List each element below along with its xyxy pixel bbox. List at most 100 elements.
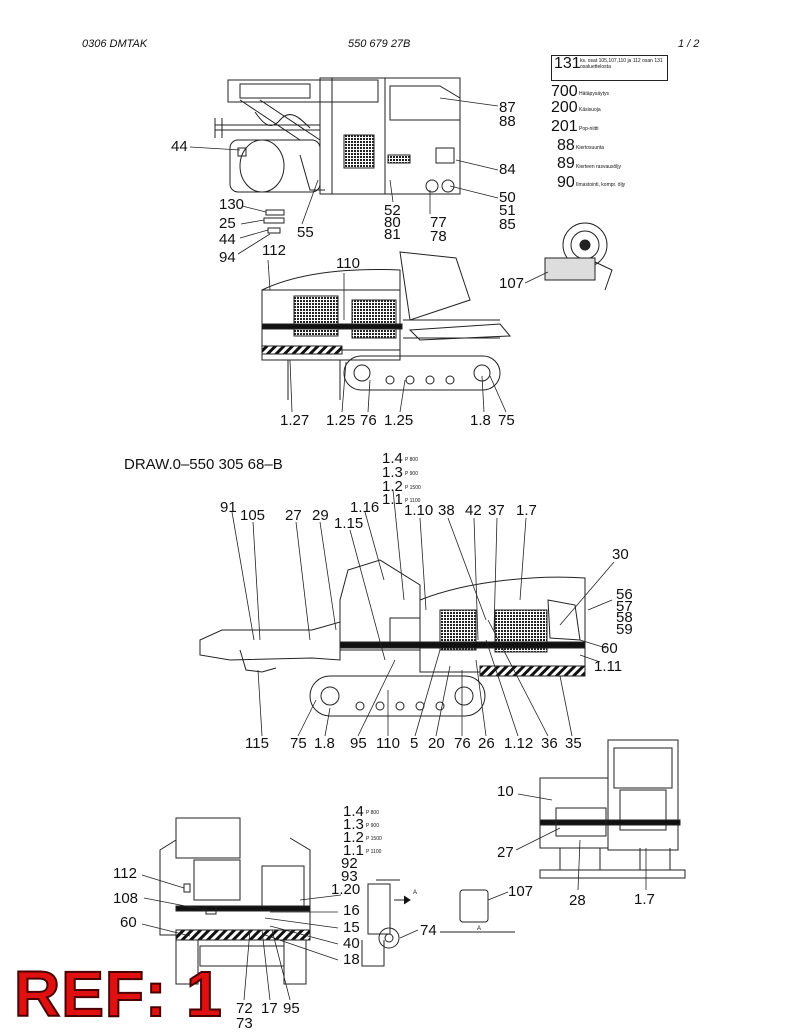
callout: 51 [499,202,516,219]
callout: 75 [498,412,515,429]
callout: 55 [297,224,314,241]
callout: 1.4 [382,450,403,467]
callout: 93 [341,868,358,885]
callout: 28 [569,892,586,909]
callout: 1.4 [343,803,364,820]
callout: 38 [438,502,455,519]
callout: 27 [497,844,514,861]
pressure-tag: P 1500 [405,485,421,491]
front-view [159,817,311,985]
section-mark: A [477,926,482,932]
callout: 16 [343,902,360,919]
legend-text-131: ks. osat 105,107,110 ja 112 osan 131 osa… [580,58,663,70]
callout: 29 [312,507,329,524]
legend-num-200: 200 [551,99,578,116]
callout: 1.7 [516,502,537,519]
winch-detail-107 [544,222,613,291]
callout: 72 [236,1000,253,1017]
callout: 44 [171,138,188,155]
callout: 1.10 [404,502,434,519]
callout: 80 [384,214,401,231]
callout: 60 [120,914,137,931]
top-view [214,77,461,234]
callout: 112 [262,242,286,259]
pressure-tag: P 800 [405,457,418,463]
callout: 1.8 [470,412,491,429]
callout: 20 [428,735,445,752]
side-view [261,251,512,400]
top-view-leaders [189,97,499,255]
callout: 105 [240,507,266,524]
legend-text-200: Käsisuoja [579,107,601,113]
callout: 40 [343,935,360,952]
callout: 1.3 [343,816,364,833]
callout: 26 [478,735,495,752]
callout: 27 [285,507,302,524]
callout: 115 [245,735,269,752]
callout: 50 [499,189,516,206]
callout: 95 [350,735,367,752]
callout: 15 [343,919,360,936]
callout: 5 [410,735,419,752]
callout: 1.16 [350,499,380,516]
callout: 95 [283,1000,300,1017]
callout: 1.25 [384,412,414,429]
callout: 87 [499,99,516,116]
main-view-leaders [231,489,615,737]
callout: 18 [343,951,360,968]
callout: 94 [219,249,236,266]
callout: 37 [488,502,505,519]
callout: 76 [454,735,471,752]
callout: 1.27 [280,412,310,429]
callout: 88 [499,113,516,130]
pressure-tag: P 1500 [366,836,382,842]
legend-box [551,55,668,81]
callout: 58 [616,609,633,626]
callout: 36 [541,735,558,752]
callout: 73 [236,1015,253,1032]
front-view-leaders [141,874,509,1001]
callout: 1.2 [343,829,364,846]
callout: 78 [430,228,447,245]
drawing-reference: DRAW.0–550 305 68–B [124,456,283,473]
callout: 75 [290,735,307,752]
pressure-tag: P 900 [405,471,418,477]
callout: 44 [219,231,236,248]
callout: 108 [113,890,139,907]
callout: 91 [220,499,237,516]
callout: 1.1 [343,842,364,859]
callout: 17 [261,1000,278,1017]
legend-num-700: 700 [551,83,578,100]
main-side-view [199,559,586,717]
callout: 52 [384,202,401,219]
section-detail-74 [361,879,515,967]
callout: 1.25 [326,412,356,429]
callout: 92 [341,855,358,872]
legend-num-88: 88 [557,137,575,154]
callout: 77 [430,214,447,231]
callout: 1.11 [594,658,623,675]
header-left: 0306 DMTAK [82,38,148,50]
detail-leaders [515,793,647,891]
side-view-leaders [267,259,549,413]
callout: 81 [384,226,401,243]
callout: 107 [508,883,534,900]
section-mark: A [413,890,418,896]
pressure-tag: P 1100 [405,498,421,504]
callout: 35 [565,735,582,752]
callout: 30 [612,546,629,563]
callout: 1.1 [382,491,403,508]
legend-text-201: Pop-niitti [579,126,599,132]
callout: 56 [616,586,633,603]
pressure-tag: P 1100 [366,849,382,855]
callout: 85 [499,216,516,233]
ref-stamp: REF: 1 [13,958,223,1030]
callout: 107 [499,275,525,292]
header-right: 1 / 2 [678,38,700,50]
callout: 42 [465,502,482,519]
callout: 57 [616,598,633,615]
legend-num-90: 90 [557,174,575,191]
legend-text-89: Kierteen rasvausöljy [576,164,622,170]
callout: 112 [113,865,137,882]
